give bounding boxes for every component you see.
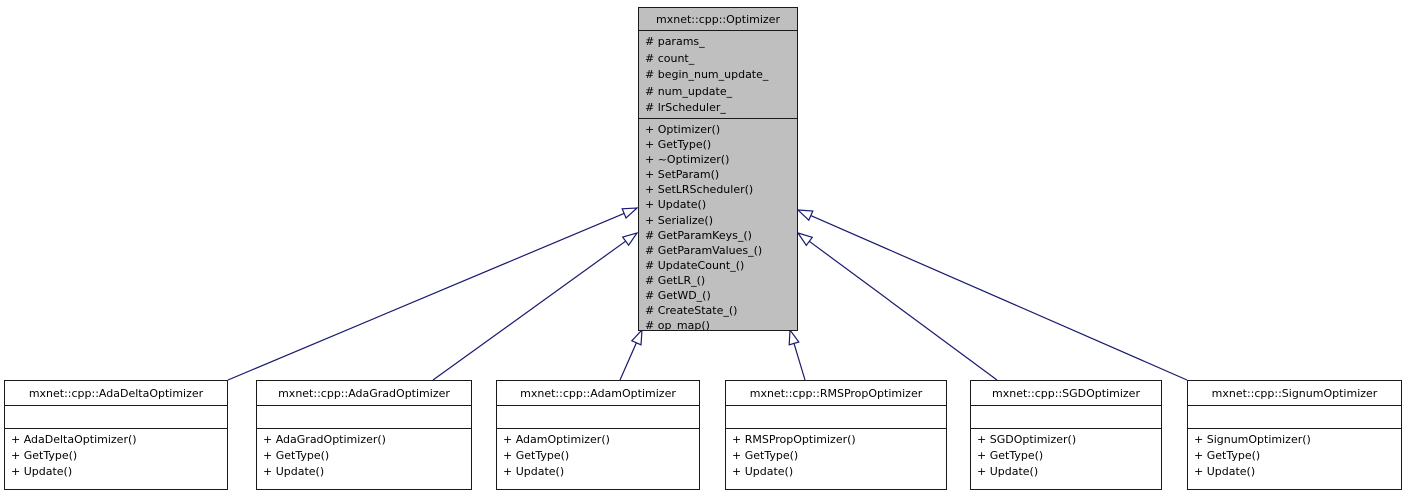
- class-title: mxnet::cpp::AdaGradOptimizer: [257, 381, 471, 406]
- class-method: + Serialize(): [645, 213, 714, 227]
- class-method: # GetParamValues_(): [645, 243, 763, 257]
- class-method: + Optimizer(): [645, 123, 721, 136]
- class-field: # lrScheduler_: [645, 101, 726, 115]
- class-method: + SetLRScheduler(): [645, 183, 754, 197]
- class-node-rmspropoptimizer[interactable]: mxnet::cpp::RMSPropOptimizer + RMSPropOp…: [725, 380, 947, 490]
- class-title: mxnet::cpp::AdaDeltaOptimizer: [5, 381, 227, 406]
- class-method: + SignumOptimizer(): [1194, 433, 1311, 446]
- class-method: + SGDOptimizer(): [977, 433, 1077, 446]
- inheritance-arrowhead-rmsprop: [788, 328, 800, 346]
- class-method: + GetType(): [977, 449, 1044, 462]
- class-field: # num_update_: [645, 84, 733, 98]
- class-fields-section: [257, 406, 471, 428]
- inheritance-arrowhead-sgd: [796, 231, 814, 247]
- inheritance-edge-adadelta: [227, 212, 625, 381]
- class-method: + GetType(): [503, 449, 570, 462]
- class-field: # count_: [645, 51, 695, 65]
- class-method: # GetParamKeys_(): [645, 228, 752, 242]
- class-methods-section: + RMSPropOptimizer() + GetType() + Update(…: [726, 428, 946, 489]
- class-field: # begin_num_update_: [645, 68, 769, 82]
- inheritance-edge-sgd: [808, 240, 998, 381]
- class-method: + GetType(): [732, 449, 799, 462]
- class-method: + AdaDeltaOptimizer(): [11, 433, 137, 446]
- class-node-signumoptimizer[interactable]: mxnet::cpp::SignumOptimizer + SignumOpti…: [1187, 380, 1402, 490]
- class-method: + GetType(): [645, 138, 712, 152]
- class-fields-section: [971, 406, 1161, 428]
- class-method: + AdamOptimizer(): [503, 433, 610, 446]
- class-title: mxnet::cpp::AdamOptimizer: [497, 381, 699, 406]
- class-fields-section: [726, 406, 946, 428]
- class-fields-section: # params_ # count_ # begin_num_update_ # nu…: [639, 31, 797, 118]
- class-method: + SetParam(): [645, 168, 720, 182]
- class-method: + Update(): [732, 465, 794, 478]
- inheritance-arrowhead-adam: [630, 328, 643, 346]
- inheritance-edge-adagrad: [432, 240, 626, 381]
- class-method: + GetType(): [1194, 449, 1261, 462]
- inheritance-arrowhead-adagrad: [621, 231, 639, 247]
- class-title: mxnet::cpp::SignumOptimizer: [1188, 381, 1401, 406]
- class-title: mxnet::cpp::Optimizer: [639, 8, 797, 31]
- class-title: mxnet::cpp::RMSPropOptimizer: [726, 381, 946, 406]
- class-methods-section: + SignumOptimizer() + GetType() + Update(): [1188, 428, 1401, 489]
- class-method: + Update(): [11, 465, 73, 478]
- class-method: + AdaGradOptimizer(): [263, 433, 386, 446]
- class-node-adagradoptimizer[interactable]: mxnet::cpp::AdaGradOptimizer + AdaGradOp…: [256, 380, 472, 490]
- class-methods-section: + Optimizer()+ GetType()+ ~Optimizer()+ …: [639, 118, 797, 330]
- inheritance-arrowhead-signum: [796, 209, 814, 222]
- class-method: # UpdateCount_(): [645, 258, 745, 272]
- class-method: # CreateState_(): [645, 304, 738, 318]
- class-field: # params_: [645, 35, 705, 48]
- class-method: + GetType(): [11, 449, 78, 462]
- class-method: # GetLR_(): [645, 273, 706, 287]
- class-node-adadeltaoptimizer[interactable]: mxnet::cpp::AdaDeltaOptimizer + AdaDelta…: [4, 380, 228, 490]
- class-method: + Update(): [645, 198, 707, 212]
- inheritance-edge-signum: [810, 215, 1188, 381]
- class-method: + GetType(): [263, 449, 330, 462]
- inheritance-edge-adam: [619, 342, 637, 381]
- class-method: # op_map(): [645, 319, 710, 330]
- class-method: # GetWD_(): [645, 289, 711, 303]
- class-method: + ~Optimizer(): [645, 153, 730, 167]
- class-fields-section: [1188, 406, 1401, 428]
- class-method: + Update(): [263, 465, 325, 478]
- class-fields-section: [497, 406, 699, 428]
- class-title: mxnet::cpp::SGDOptimizer: [971, 381, 1161, 406]
- class-methods-section: + SGDOptimizer() + GetType() + Update(): [971, 428, 1161, 489]
- class-methods-section: + AdaGradOptimizer() + GetType() + Update(…: [257, 428, 471, 489]
- class-node-adamoptimizer[interactable]: mxnet::cpp::AdamOptimizer + AdamOptimize…: [496, 380, 700, 490]
- class-methods-section: + AdaDeltaOptimizer() + GetType() + Update…: [5, 428, 227, 489]
- class-node-sgdoptimizer[interactable]: mxnet::cpp::SGDOptimizer + SGDOptimizer(…: [970, 380, 1162, 490]
- class-node-optimizer[interactable]: mxnet::cpp::Optimizer # params_# count_#…: [638, 7, 798, 331]
- inheritance-arrowhead-adadelta: [621, 207, 639, 220]
- class-method: + Update(): [1194, 465, 1256, 478]
- inheritance-edge-rmsprop: [793, 343, 806, 381]
- class-fields-section: [5, 406, 227, 428]
- class-method: + Update(): [503, 465, 565, 478]
- class-methods-section: + AdamOptimizer() + GetType() + Update(): [497, 428, 699, 489]
- class-method: + Update(): [977, 465, 1039, 478]
- class-method: + RMSPropOptimizer(): [732, 433, 856, 446]
